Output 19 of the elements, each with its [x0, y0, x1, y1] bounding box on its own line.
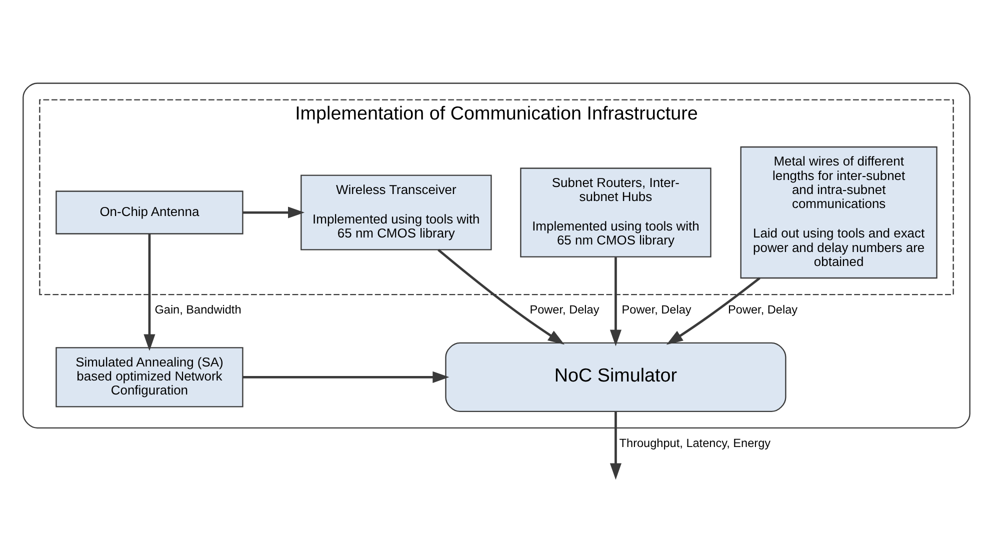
arrow — [609, 411, 622, 480]
node-box: NoC Simulator — [444, 342, 786, 412]
arrow — [609, 256, 622, 346]
edge-label: Power, Delay — [529, 302, 599, 316]
arrow — [242, 206, 304, 218]
arrow — [242, 370, 449, 382]
arrow — [143, 233, 155, 350]
node-box: Subnet Routers, Inter-subnet Hubs Implemented using tools with 65 nm CMOS library — [520, 167, 711, 257]
edge-label: Throughput, Latency, Energy — [618, 435, 770, 450]
arrow — [666, 276, 760, 344]
edge-label: Power, Delay — [621, 302, 691, 316]
arrow — [437, 248, 564, 344]
edge-label: Power, Delay — [728, 302, 798, 316]
node-box: Wireless Transceiver Implemented using tools with 65 nm CMOS library — [300, 174, 492, 250]
cluster — [22, 82, 970, 428]
node-box: Simulated Annealing (SA) based optimized Network Configuration — [55, 346, 243, 407]
node-box: Metal wires of different lengths for inter-subnet and intra-subnet communications Laid out using tools and exact power and delay numbers are obtained — [740, 146, 937, 278]
node-box: On-Chip Antenna — [55, 190, 243, 234]
edge-label: Gain, Bandwidth — [154, 302, 241, 316]
